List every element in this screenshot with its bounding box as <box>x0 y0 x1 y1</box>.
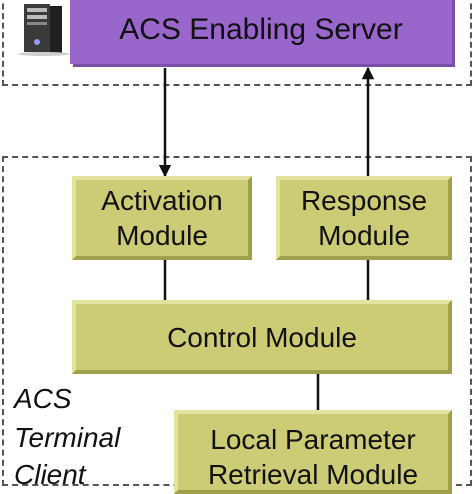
control-module-label: Control Module <box>167 321 357 353</box>
response-module-box: Response Module <box>276 176 452 260</box>
local-parameter-retrieval-module-box: Local Parameter Retrieval Module <box>174 410 452 494</box>
response-module-line-2: Module <box>318 220 410 251</box>
acs-enabling-server-box: ACS Enabling Server <box>70 0 452 64</box>
activation-module-box: Activation Module <box>72 176 252 260</box>
client-zone-label-line-1: ACS <box>14 383 72 414</box>
control-module-box: Control Module <box>72 300 452 374</box>
local-parameter-line-1: Local Parameter <box>210 424 416 455</box>
connectors <box>158 66 375 412</box>
server-zone <box>2 0 472 86</box>
computer-tower-icon <box>16 4 72 56</box>
client-zone-label-line-3: Client <box>14 459 86 490</box>
activation-module-line-2: Module <box>116 220 208 251</box>
client-zone-label-line-2: Terminal <box>14 422 121 453</box>
response-module-line-1: Response <box>300 185 428 216</box>
activation-module-line-1: Activation <box>101 185 223 216</box>
server-label: ACS Enabling Server <box>119 13 403 47</box>
local-parameter-line-2: Retrieval Module <box>207 459 419 490</box>
